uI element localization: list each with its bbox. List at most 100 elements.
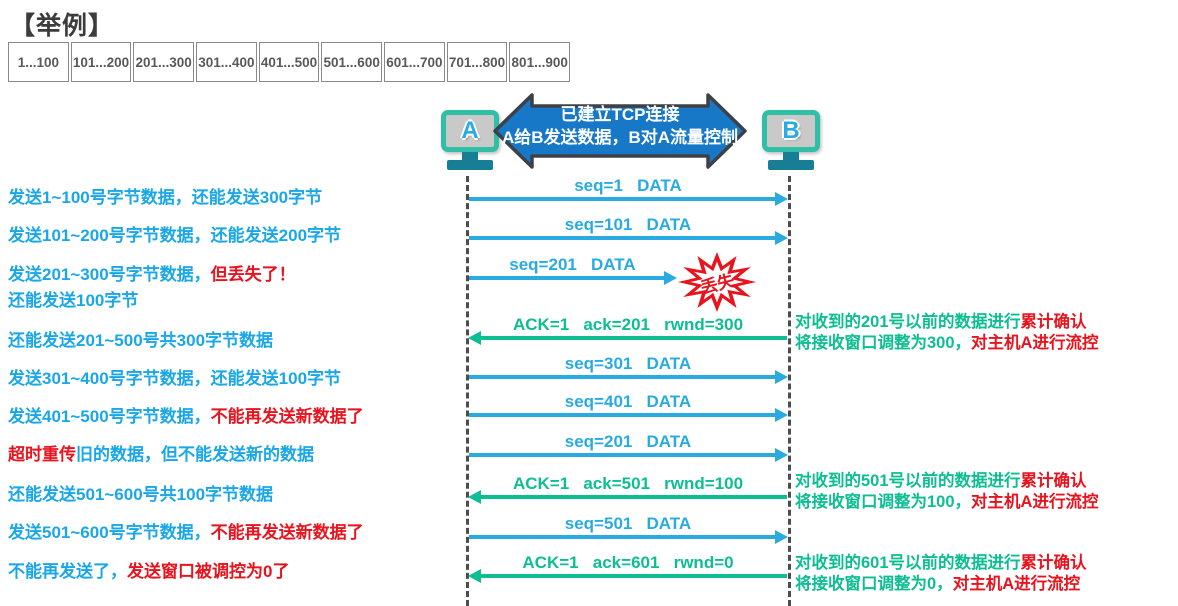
monitor-base-icon: [447, 160, 493, 170]
byte-range-table: 1...100 101...200 201...300 301...400 40…: [8, 42, 571, 82]
right-note-line: 将接收窗口调整为300，对主机A进行流控: [795, 333, 1098, 354]
note-text: 发送101~200号字节数据，还能发送200字节: [8, 226, 342, 245]
monitor-stand-icon: [462, 152, 478, 160]
byte-range-cell: 401...500: [258, 42, 320, 82]
note-text: 但丢失了！: [210, 265, 296, 284]
host-a-label: A: [461, 117, 479, 144]
monitor-stand-icon: [783, 152, 799, 160]
byte-range-cell: 601...700: [384, 42, 445, 82]
note-text: 发送401~500号字节数据，: [8, 407, 211, 426]
byte-range-cell: 501...600: [321, 42, 383, 82]
message-ack-601: ACK=1 ack=601 rwnd=0: [468, 553, 787, 583]
byte-range-cell: 301...400: [196, 42, 257, 82]
message-label: seq=401 DATA: [564, 392, 692, 411]
left-note-6: 发送301~400号字节数据，还能发送100字节: [8, 368, 341, 389]
arrow-right-icon: [469, 530, 788, 544]
right-note-line: 对收到的501号以前的数据进行累计确认: [795, 471, 1098, 492]
note-text: 对主机A进行流控: [971, 493, 1099, 511]
lifeline-host-b: [788, 176, 791, 606]
note-text: 发送201~300号字节数据，: [8, 265, 211, 284]
message-label: seq=101 DATA: [564, 215, 692, 234]
byte-range-cell: 1...100: [8, 42, 69, 82]
message-seq-1: seq=1 DATA: [469, 176, 788, 206]
left-note-5: 还能发送201~500号共300字节数据: [8, 330, 273, 351]
message-label: seq=501 DATA: [564, 514, 692, 533]
note-text: 旧的数据，但不能发送新的数据: [76, 445, 314, 464]
left-note-8: 超时重传旧的数据，但不能发送新的数据: [8, 444, 314, 465]
note-text: 累计确认: [1020, 313, 1087, 331]
arrow-right-icon: [469, 408, 788, 422]
note-text: 将接收窗口调整为100，: [795, 493, 972, 511]
note-text: 不能再发送新数据了: [210, 407, 364, 426]
left-note-4: 还能发送100字节: [8, 290, 138, 311]
note-text: 还能发送501~600号共100字节数据: [8, 485, 274, 504]
left-note-1: 发送1~100号字节数据，还能发送300字节: [8, 187, 322, 208]
note-text: 累计确认: [1020, 472, 1087, 490]
arrow-right-icon: [469, 448, 788, 462]
message-ack-201: ACK=1 ack=201 rwnd=300: [468, 315, 787, 345]
message-label: ACK=1 ack=201 rwnd=300: [512, 315, 744, 334]
message-label: ACK=1 ack=601 rwnd=0: [522, 553, 734, 572]
message-seq-301: seq=301 DATA: [469, 354, 788, 384]
arrow-left-icon: [468, 331, 787, 345]
note-text: 还能发送201~500号共300字节数据: [8, 331, 274, 350]
banner-line-2: A给B发送数据，B对A流量控制: [501, 128, 739, 147]
right-note-line: 对收到的601号以前的数据进行累计确认: [795, 553, 1087, 574]
note-text: 对收到的201号以前的数据进行: [795, 313, 1021, 331]
note-text: 累计确认: [1020, 554, 1087, 572]
note-text: 不能再发送了，: [8, 562, 127, 581]
right-note-1: 对收到的201号以前的数据进行累计确认 将接收窗口调整为300，对主机A进行流控: [795, 312, 1098, 354]
note-text: 对收到的501号以前的数据进行: [795, 472, 1021, 490]
note-text: 发送窗口被调控为0了: [127, 562, 290, 581]
note-text: 超时重传: [8, 445, 76, 464]
left-note-7: 发送401~500号字节数据，不能再发送新数据了: [8, 406, 364, 427]
banner-line-1: 已建立TCP连接: [560, 105, 680, 124]
message-label: seq=301 DATA: [564, 354, 692, 373]
right-note-3: 对收到的601号以前的数据进行累计确认 将接收窗口调整为0，对主机A进行流控: [795, 553, 1087, 595]
lifeline-host-a: [466, 176, 469, 606]
byte-range-cell: 101...200: [70, 42, 132, 82]
byte-range-cell: 701...800: [446, 42, 508, 82]
message-label: seq=201 DATA: [509, 255, 636, 274]
arrow-right-icon: [469, 192, 788, 206]
banner-text: 已建立TCP连接 A给B发送数据，B对A流量控制: [480, 103, 760, 149]
message-seq-401: seq=401 DATA: [469, 392, 788, 422]
right-note-line: 将接收窗口调整为100，对主机A进行流控: [795, 492, 1098, 513]
left-note-10: 发送501~600号字节数据，不能再发送新数据了: [8, 522, 364, 543]
computer-monitor-icon: B: [762, 110, 820, 152]
message-seq-101: seq=101 DATA: [469, 215, 788, 245]
double-arrow-icon: [493, 93, 747, 169]
byte-range-cell: 201...300: [133, 42, 195, 82]
page-title: 【举例】: [10, 12, 115, 40]
left-note-11: 不能再发送了，发送窗口被调控为0了: [8, 561, 289, 582]
message-seq-201-lost: seq=201 DATA: [469, 255, 677, 285]
computer-monitor-icon: A: [441, 110, 499, 152]
byte-range-cell: 801...900: [509, 42, 571, 82]
burst-star-icon: [677, 252, 757, 312]
note-text: 对主机A进行流控: [952, 575, 1081, 593]
note-text: 将接收窗口调整为300，: [795, 334, 972, 352]
note-text: 对收到的601号以前的数据进行: [795, 554, 1021, 572]
note-text: 发送1~100号字节数据，还能发送300字节: [8, 188, 323, 207]
note-text: 发送301~400号字节数据，还能发送100字节: [8, 369, 342, 388]
left-note-3: 发送201~300号字节数据，但丢失了！: [8, 264, 296, 285]
message-label: ACK=1 ack=501 rwnd=100: [512, 474, 744, 493]
host-b: B: [762, 110, 820, 170]
right-note-line: 对收到的201号以前的数据进行累计确认: [795, 312, 1098, 333]
arrow-right-icon: [469, 231, 788, 245]
message-ack-501: ACK=1 ack=501 rwnd=100: [468, 474, 787, 504]
note-text: 还能发送100字节: [8, 291, 139, 310]
left-note-9: 还能发送501~600号共100字节数据: [8, 484, 273, 505]
note-text: 发送501~600号字节数据，: [8, 523, 211, 542]
host-a: A: [441, 110, 499, 170]
message-seq-201-retransmit: seq=201 DATA: [469, 432, 788, 462]
monitor-base-icon: [768, 160, 814, 170]
arrow-right-icon: [469, 271, 677, 285]
note-text: 不能再发送新数据了: [210, 523, 364, 542]
right-note-2: 对收到的501号以前的数据进行累计确认 将接收窗口调整为100，对主机A进行流控: [795, 471, 1098, 513]
left-note-2: 发送101~200号字节数据，还能发送200字节: [8, 225, 341, 246]
note-text: 对主机A进行流控: [971, 334, 1099, 352]
note-text: 将接收窗口调整为0，: [795, 575, 953, 593]
message-label: seq=201 DATA: [564, 432, 692, 451]
